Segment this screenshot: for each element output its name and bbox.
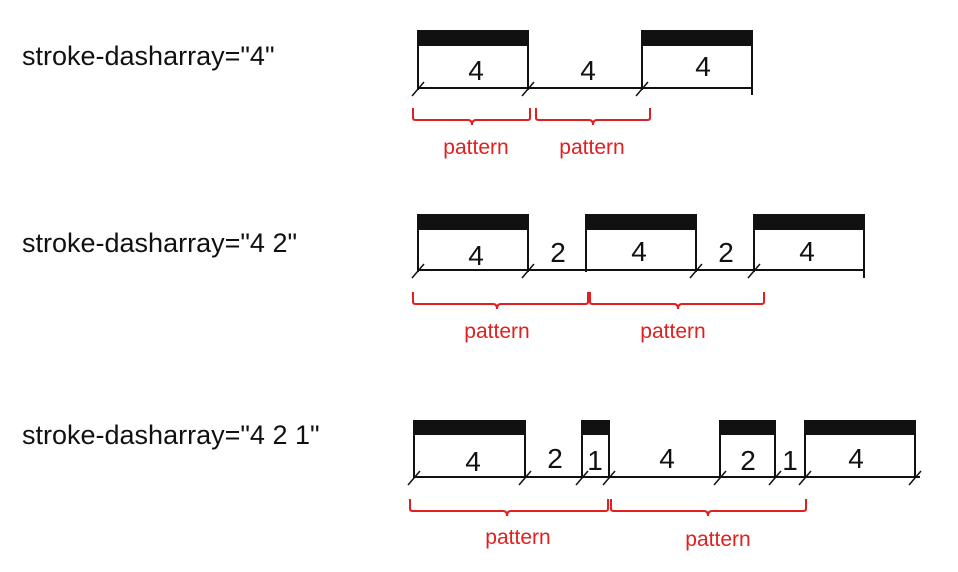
- segment-value: 4: [468, 240, 484, 271]
- segment-value: 4: [631, 236, 647, 267]
- segment-boxes: [413, 420, 916, 478]
- diagram-row-2: stroke-dasharray="4 2" 4 2 4 2 4 pat: [22, 214, 865, 343]
- segment-value: 1: [782, 445, 798, 476]
- pattern-brackets: [412, 108, 651, 126]
- segment-value: 2: [718, 237, 734, 268]
- dash-bar: [642, 30, 752, 46]
- pattern-bracket: [535, 108, 651, 126]
- pattern-bracket: [610, 499, 807, 517]
- segment-value: 4: [580, 55, 596, 86]
- pattern-label: pattern: [685, 528, 750, 551]
- pattern-label: pattern: [485, 526, 550, 549]
- pattern-label: pattern: [443, 136, 508, 159]
- segment-value: 4: [695, 51, 711, 82]
- pattern-bracket: [412, 292, 589, 310]
- tick-marks: [407, 470, 922, 486]
- segment-value: 4: [799, 236, 815, 267]
- segment-value: 4: [848, 443, 864, 474]
- tick-marks: [411, 81, 649, 97]
- pattern-label: pattern: [464, 320, 529, 343]
- pattern-bracket: [412, 108, 531, 126]
- diagram-row-3: stroke-dasharray="4 2 1" 4: [22, 420, 922, 551]
- segment-boxes: [417, 30, 753, 95]
- segment-value: 4: [465, 446, 481, 477]
- segment-value: 2: [550, 237, 566, 268]
- segment-value: 2: [740, 445, 756, 476]
- row-label: stroke-dasharray="4": [22, 41, 275, 71]
- segment-value: 4: [468, 55, 484, 86]
- row-label: stroke-dasharray="4 2": [22, 228, 297, 258]
- segment-value: 4: [659, 443, 675, 474]
- pattern-bracket: [589, 292, 765, 310]
- diagram-row-1: stroke-dasharray="4" 4 4 4 pattern patte…: [22, 30, 753, 159]
- segment-value: 2: [547, 443, 563, 474]
- pattern-label: pattern: [640, 320, 705, 343]
- pattern-brackets: [409, 499, 807, 517]
- segment-boxes: [417, 214, 865, 278]
- row-label: stroke-dasharray="4 2 1": [22, 420, 320, 450]
- segment-value: 1: [587, 445, 603, 476]
- tick-marks: [411, 263, 761, 279]
- pattern-label: pattern: [559, 136, 624, 159]
- pattern-brackets: [412, 292, 765, 310]
- dash-bar: [418, 30, 528, 46]
- pattern-bracket: [409, 499, 609, 517]
